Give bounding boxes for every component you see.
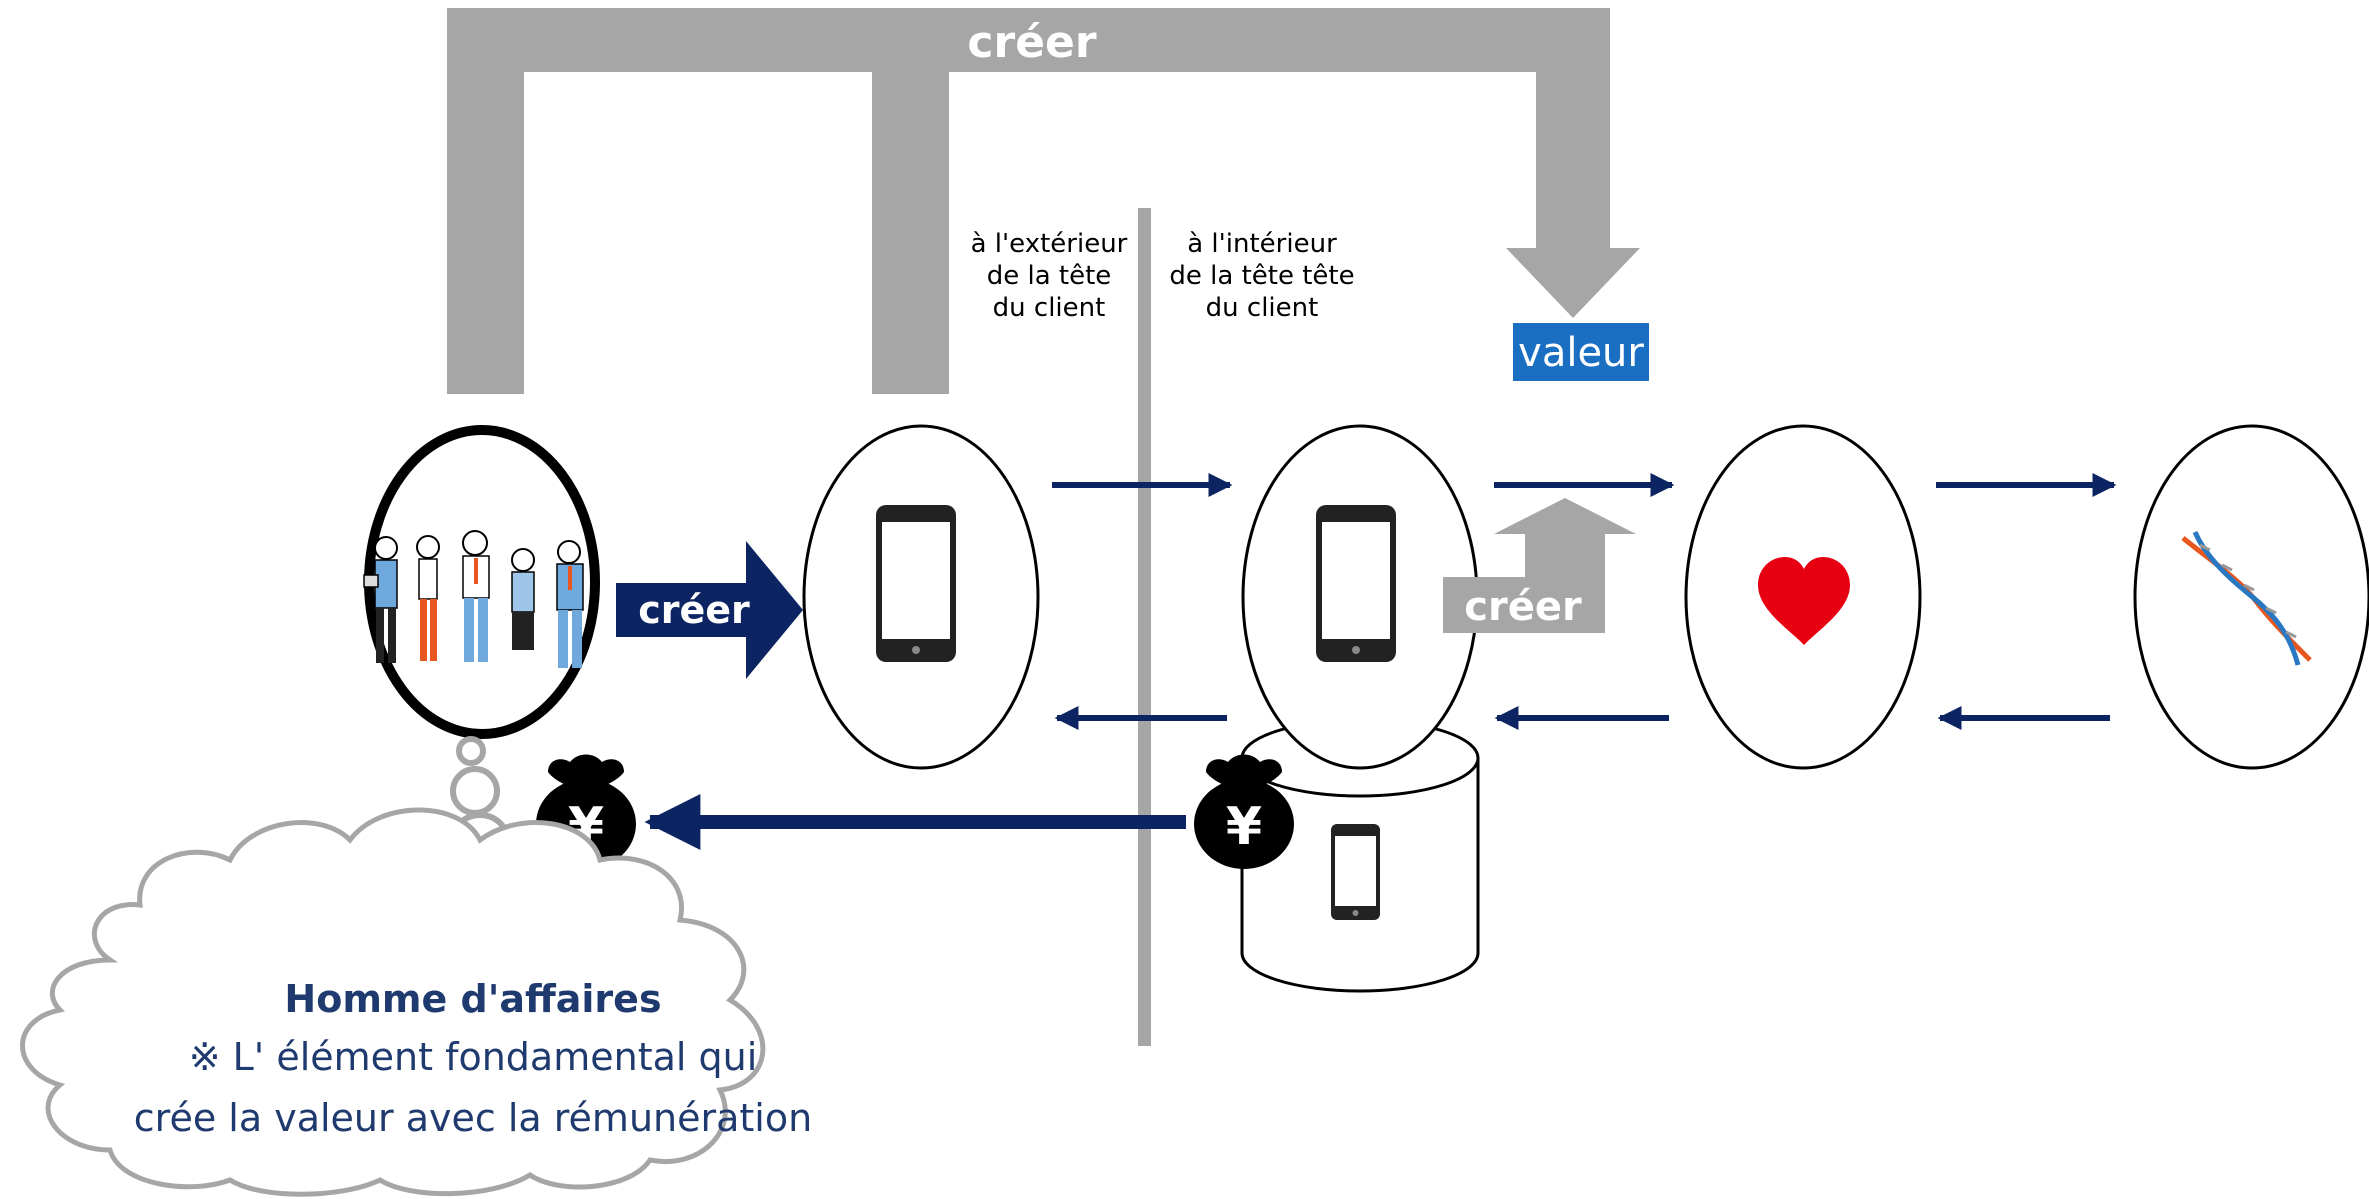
database-cylinder: [1240, 718, 1480, 993]
svg-text:à l'intérieur: à l'intérieur: [1187, 229, 1337, 259]
smartphone-icon: [1331, 824, 1380, 920]
value-label: valeur: [1518, 330, 1644, 376]
top-create-bracket: [447, 8, 1640, 394]
svg-text:à l'extérieur: à l'extérieur: [971, 229, 1128, 259]
thought-cloud: [20, 807, 766, 1197]
heart-icon: [1758, 557, 1850, 645]
head-boundary-line: [1138, 208, 1151, 1046]
top-create-arrowhead: [1506, 248, 1640, 318]
create-service-label: créer: [638, 588, 750, 632]
create-value-arrow: [1443, 498, 1636, 633]
cloud-line-2: crée la valeur avec la rémunération: [134, 1096, 812, 1140]
outside-head-label: à l'extérieur de la tête du client: [971, 229, 1128, 323]
smartphone-icon: [1316, 505, 1396, 662]
svg-text:de la tête: de la tête: [987, 261, 1112, 291]
yen-symbol: ¥: [1226, 797, 1262, 857]
top-create-label: créer: [967, 17, 1096, 68]
value-box: [1513, 323, 1649, 381]
svg-text:du client: du client: [993, 293, 1106, 323]
cloud-line-1: ※ L' élément fondamental qui: [189, 1035, 758, 1079]
inside-head-label: à l'intérieur de la tête tête du client: [1169, 229, 1354, 323]
dna-icon: [2181, 530, 2312, 666]
cloud-title: Homme d'affaires: [284, 977, 661, 1021]
create-value-label: créer: [1464, 584, 1582, 630]
smartphone-icon: [876, 505, 956, 662]
create-service-arrow: [616, 541, 803, 679]
people-group-icon: [363, 530, 584, 668]
svg-text:du client: du client: [1206, 293, 1319, 323]
svg-text:de la tête tête: de la tête tête: [1169, 261, 1354, 291]
money-bag-icon: ¥: [1194, 754, 1294, 869]
